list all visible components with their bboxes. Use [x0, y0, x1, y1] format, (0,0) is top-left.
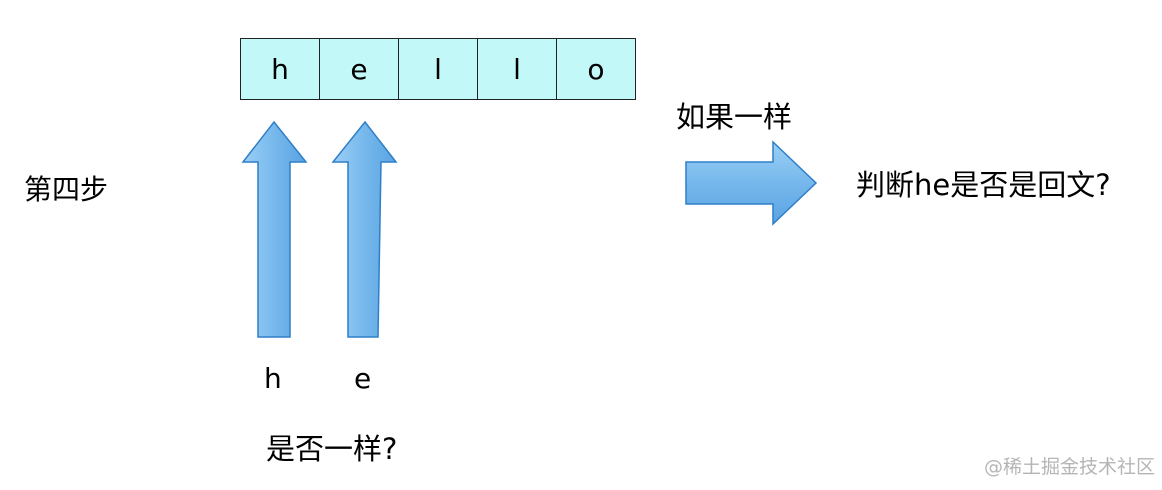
string-cells: h e l l o [240, 38, 636, 100]
result-right-arrow [685, 140, 818, 226]
judge-text: 判断he是否是回文? [856, 168, 1111, 202]
pointer-e-label: e [354, 362, 372, 395]
cell-1: e [320, 39, 399, 99]
cell-3: l [478, 39, 557, 99]
cell-2: l [399, 39, 478, 99]
cell-4: o [557, 39, 635, 99]
pointer-h-up-arrow [241, 120, 308, 338]
step-label: 第四步 [24, 173, 109, 206]
watermark: @稀土掘金技术社区 [984, 456, 1156, 478]
compare-question: 是否一样? [266, 432, 398, 466]
cell-0: h [241, 39, 320, 99]
if-same-label: 如果一样 [676, 100, 793, 134]
pointer-e-up-arrow [331, 120, 398, 338]
pointer-h-label: h [264, 362, 282, 395]
